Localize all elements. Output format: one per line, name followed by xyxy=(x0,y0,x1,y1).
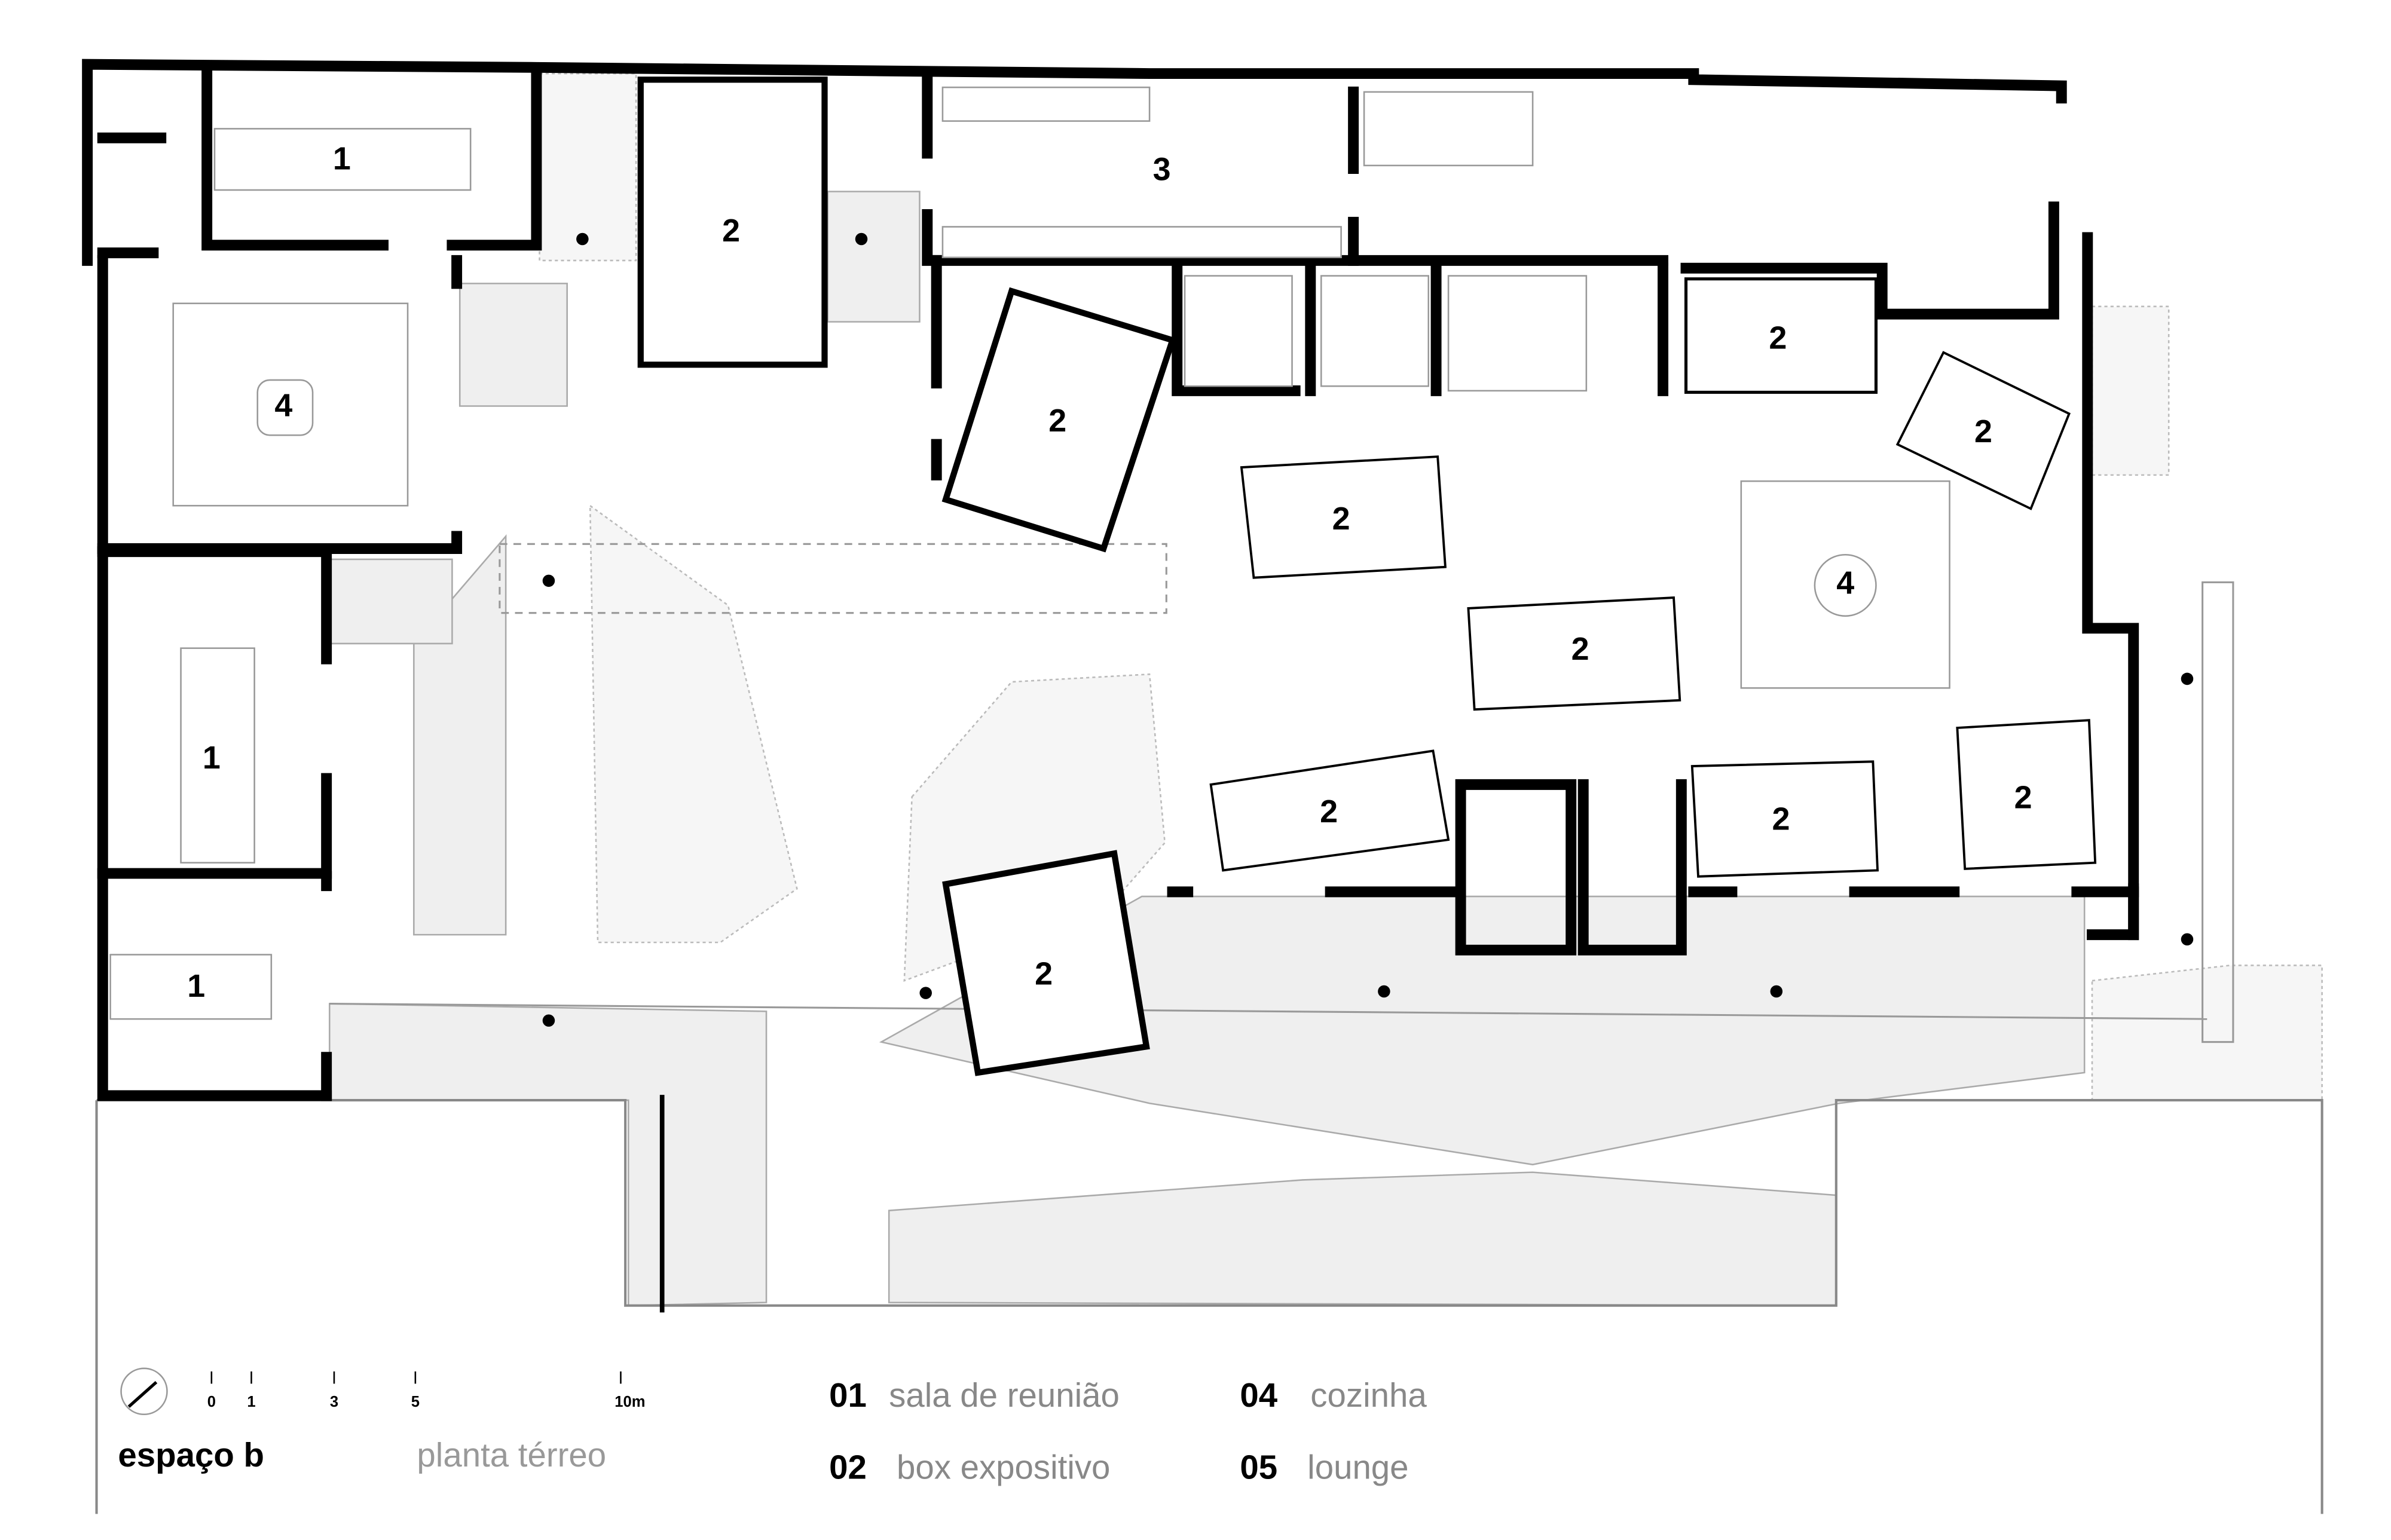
columns xyxy=(542,232,2194,1027)
label-box: 2 xyxy=(1035,956,1053,992)
room-labels: 1 1 1 2 2 2 2 2 2 2 2 2 2 3 4 4 xyxy=(187,140,2032,1004)
box-9 xyxy=(1956,719,2097,870)
label-box: 2 xyxy=(1320,794,1338,829)
label-box: 2 xyxy=(722,213,740,249)
box-8 xyxy=(1690,760,1879,878)
box-6 xyxy=(1467,596,1681,711)
label-box: 2 xyxy=(1571,631,1589,667)
plan-subtitle: planta térreo xyxy=(417,1436,606,1474)
legend-label: sala de reunião xyxy=(889,1376,1120,1414)
scale-tick: 0 xyxy=(207,1394,216,1410)
label-box: 2 xyxy=(1974,414,1992,449)
legend-num: 01 xyxy=(829,1376,867,1414)
walls xyxy=(82,59,2139,1101)
box-10 xyxy=(942,850,1150,1076)
legend-num: 02 xyxy=(829,1448,867,1486)
legend-label: box expositivo xyxy=(897,1448,1110,1486)
box-4 xyxy=(1895,351,2071,510)
box-7 xyxy=(1209,749,1450,872)
box-2 xyxy=(941,287,1177,553)
scale-tick: 5 xyxy=(411,1394,420,1410)
legend-num: 04 xyxy=(1240,1376,1277,1414)
scale-tick: 3 xyxy=(330,1394,338,1410)
legend-label: cozinha xyxy=(1310,1376,1427,1414)
box-1 xyxy=(637,76,828,368)
label-box: 2 xyxy=(1769,320,1787,356)
scale-tick: 10m xyxy=(614,1394,645,1410)
scale-bar: 0 1 3 5 10m xyxy=(207,1371,645,1410)
plan-title: espaço b xyxy=(118,1436,264,1474)
box-5 xyxy=(1240,455,1447,579)
legend: 01 sala de reunião 02 box expositivo 04 … xyxy=(829,1376,1427,1486)
label-box: 2 xyxy=(2014,780,2032,816)
scale-tick: 1 xyxy=(247,1394,255,1410)
furniture xyxy=(109,86,1950,1020)
label-meeting-2: 1 xyxy=(203,740,221,776)
label-service: 3 xyxy=(1153,151,1171,187)
north-arrow-icon xyxy=(120,1367,168,1416)
label-box: 2 xyxy=(1332,501,1350,537)
site-outline xyxy=(95,543,2323,1514)
exhibition-boxes xyxy=(637,76,2097,1076)
label-meeting-3: 1 xyxy=(187,968,205,1004)
planting-areas xyxy=(329,72,2323,1306)
label-box: 2 xyxy=(1048,403,1066,439)
label-kitchen: 4 xyxy=(1836,565,1854,601)
legend-num: 05 xyxy=(1240,1448,1277,1486)
label-meeting-1: 1 xyxy=(333,140,351,176)
box-3 xyxy=(1684,277,1878,394)
legend-label: lounge xyxy=(1307,1448,1408,1486)
label-box: 2 xyxy=(1772,801,1790,837)
label-kitchen: 4 xyxy=(274,387,292,423)
